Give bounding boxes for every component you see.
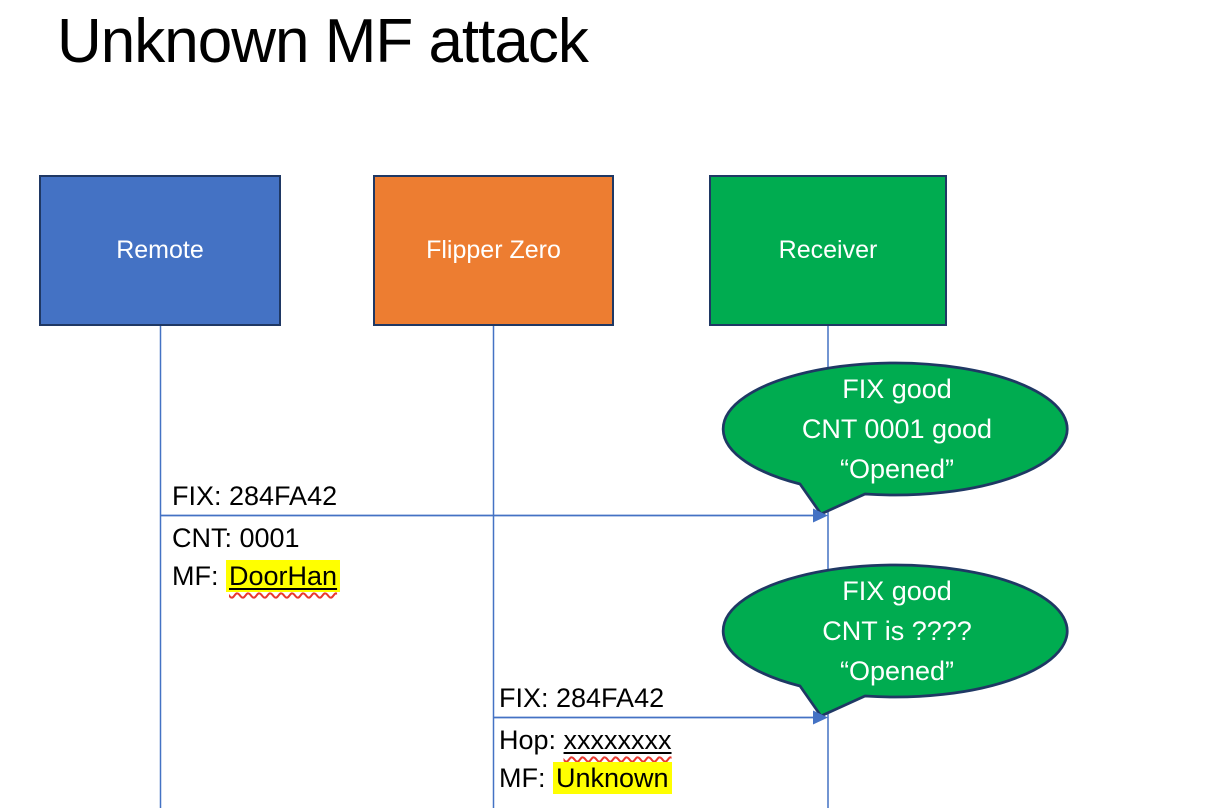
message-1-cnt-line: CNT: 0001: [172, 523, 300, 553]
mf-unknown-highlight: Unknown: [553, 762, 672, 794]
message-1-label-above: FIX: 284FA42: [172, 481, 338, 511]
message-2-label-above: FIX: 284FA42: [499, 683, 665, 713]
actor-label-receiver: Receiver: [778, 236, 878, 264]
actor-box-flipper-zero: Flipper Zero: [373, 175, 614, 326]
cnt-value: 0001: [239, 523, 300, 553]
message-2-label-below: Hop: xxxxxxxx MF: Unknown: [499, 721, 672, 797]
actor-label-flipper-zero: Flipper Zero: [426, 236, 561, 264]
slide-title: Unknown MF attack: [57, 7, 589, 76]
speech-bubble-1-text: FIX good CNT 0001 good “Opened”: [801, 374, 993, 484]
speech-bubble-2-text: FIX good CNT is ???? “Opened”: [822, 576, 972, 686]
message-2-hop-line: Hop: xxxxxxxx: [499, 725, 672, 755]
actor-box-remote: Remote: [39, 175, 281, 326]
message-1-mf-line: MF: DoorHan: [172, 557, 341, 595]
hop-value: xxxxxxxx: [563, 725, 672, 755]
message-2-mf-line: MF: Unknown: [499, 759, 672, 797]
message-1-label-below: CNT: 0001 MF: DoorHan: [172, 519, 341, 595]
message-arrow-1-head: [813, 508, 828, 523]
speech-bubble-2: [721, 563, 1069, 718]
mf-doorhan-highlight: DoorHan: [226, 560, 341, 592]
actor-box-receiver: Receiver: [709, 175, 947, 326]
actor-label-remote: Remote: [116, 236, 204, 264]
speech-bubble-1: [721, 361, 1069, 516]
message-arrow-2-head: [813, 710, 828, 725]
